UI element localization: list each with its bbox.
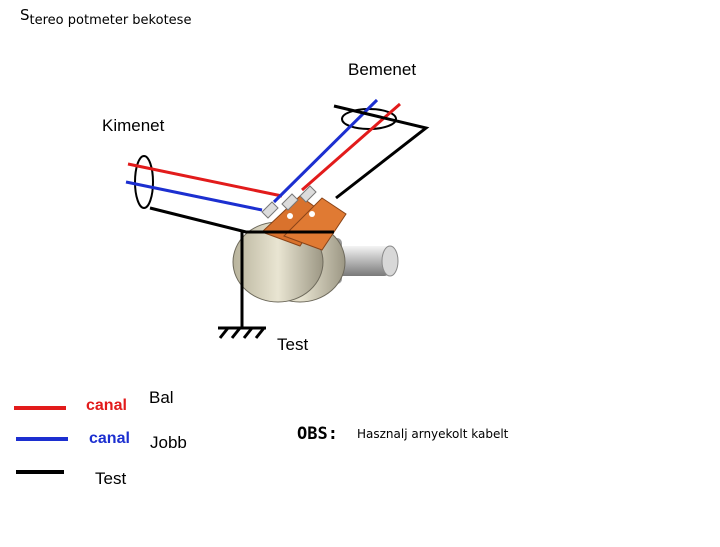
- red-wire-output: [127, 162, 283, 198]
- blue-wire-input: [272, 98, 379, 204]
- output-label: Kimenet: [102, 116, 165, 135]
- page-title: Stereo potmeter bekotese: [20, 6, 192, 28]
- obs-text: Hasznalj arnyekolt kabelt: [357, 427, 509, 441]
- obs-label: OBS:: [297, 424, 338, 444]
- potentiometer-icon: [232, 185, 399, 303]
- input-label: Bemenet: [348, 60, 417, 79]
- title-rest: tereo potmeter bekotese: [29, 13, 192, 28]
- ground-label: Test: [277, 335, 309, 354]
- legend-canal-red: canal: [86, 397, 127, 414]
- output-cable-shield: [134, 155, 154, 209]
- title-initial: S: [20, 6, 30, 24]
- legend-name-jobb: Jobb: [150, 433, 187, 452]
- blue-wire-output: [125, 180, 263, 212]
- ground-symbol-icon: [218, 326, 266, 339]
- ground-wiring: [149, 104, 430, 328]
- legend-name-bal: Bal: [149, 388, 174, 407]
- legend-name-test: Test: [95, 469, 127, 488]
- legend-canal-blue: canal: [89, 430, 130, 447]
